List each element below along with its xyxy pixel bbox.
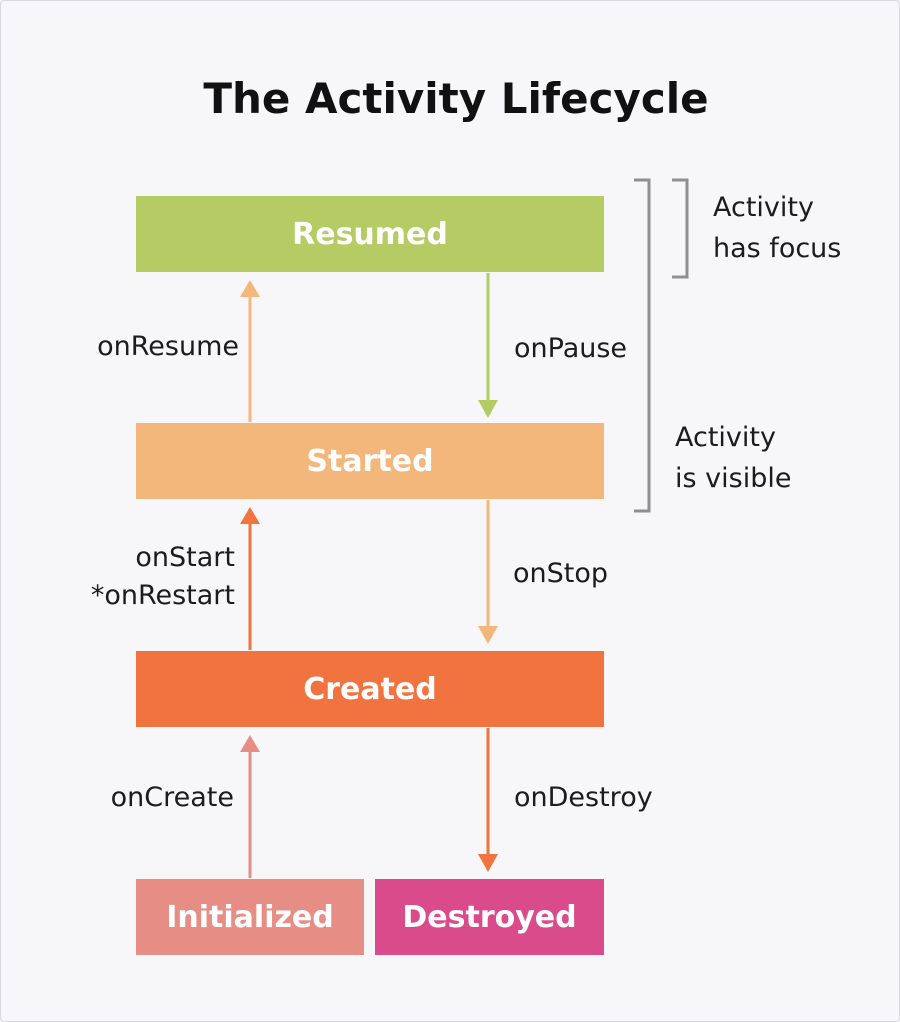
arrow-on-resume: [240, 280, 260, 422]
state-destroyed: Destroyed: [375, 879, 604, 955]
label-on-create: onCreate: [110, 782, 234, 813]
bracket-visible: [634, 178, 651, 513]
label-on-pause: onPause: [514, 333, 628, 364]
state-resumed: Resumed: [136, 196, 604, 272]
arrow-on-create: [240, 735, 260, 878]
label-on-start: onStart: [135, 542, 235, 573]
label-on-restart: *onRestart: [90, 580, 235, 611]
label-on-stop: onStop: [513, 558, 609, 589]
annotation-focus-line2: has focus: [713, 233, 842, 264]
diagram-title: The Activity Lifecycle: [203, 74, 709, 123]
label-on-destroy: onDestroy: [514, 782, 653, 813]
bracket-focus: [672, 178, 689, 279]
arrow-on-stop: [478, 500, 498, 644]
annotation-visible-line1: Activity: [675, 422, 776, 453]
arrow-on-pause: [478, 273, 498, 418]
state-created: Created: [136, 651, 604, 727]
state-initialized: Initialized: [136, 879, 364, 955]
label-on-resume: onResume: [97, 331, 239, 362]
arrow-on-start: [240, 507, 260, 650]
arrow-on-destroy: [478, 728, 498, 872]
annotation-focus-line1: Activity: [713, 192, 814, 223]
state-started: Started: [136, 423, 604, 499]
annotation-visible-line2: is visible: [675, 463, 792, 494]
